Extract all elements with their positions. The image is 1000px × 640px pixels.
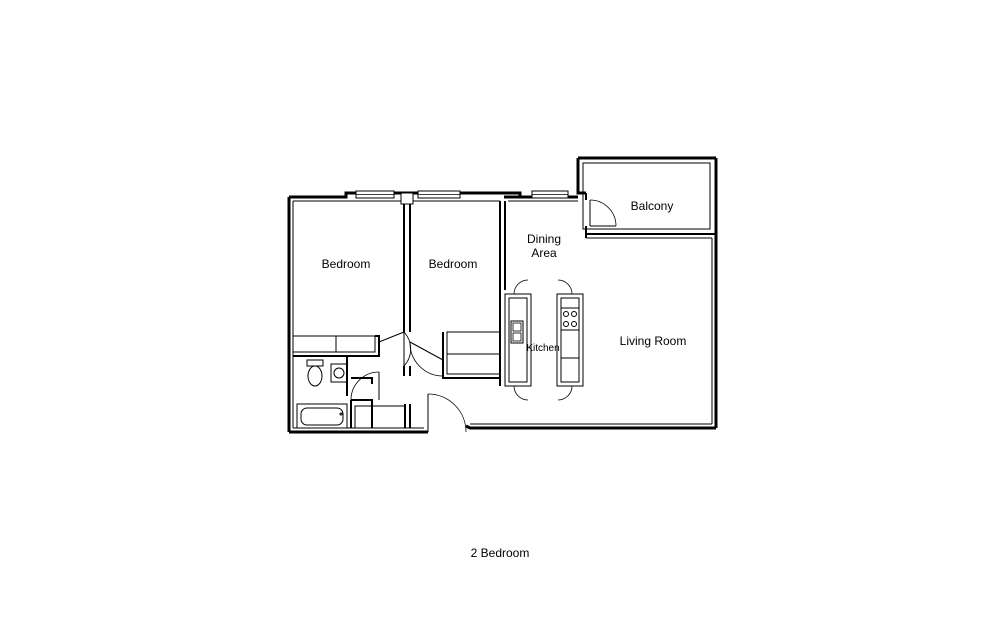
bathroom-fixtures <box>296 359 348 429</box>
label-kitchen: Kitchen <box>526 343 559 354</box>
label-bedroom-1: Bedroom <box>322 257 371 271</box>
label-living-room: Living Room <box>620 334 687 348</box>
floor-plan-caption: 2 Bedroom <box>470 546 530 560</box>
label-dining-line1: Dining <box>527 232 561 246</box>
label-bedroom-2: Bedroom <box>429 257 478 271</box>
label-balcony: Balcony <box>631 199 674 213</box>
doors <box>350 199 617 433</box>
label-dining-line2: Area <box>531 246 557 260</box>
windows <box>355 190 569 199</box>
kitchen-fixtures <box>504 279 584 401</box>
interior-walls <box>292 192 587 429</box>
